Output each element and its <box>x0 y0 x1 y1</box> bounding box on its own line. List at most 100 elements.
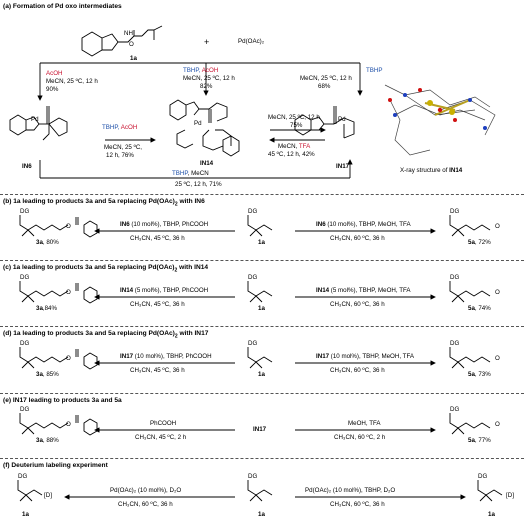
xray-caption: X-ray structure of IN14 <box>400 167 462 174</box>
label-in14: IN14 <box>200 160 214 167</box>
row-c-3a-dg: DG <box>20 274 30 281</box>
row-d-5a-label: 5a <box>468 371 475 378</box>
in6-in14-cond1: MeCN, 25 ºC, <box>104 144 143 151</box>
row-b-3a-o: O <box>66 223 71 230</box>
row-f-prod-left: 1a <box>22 511 29 518</box>
row-e-right-cond: CH₃CN, 60 ºC, 2 h <box>334 434 386 441</box>
row-c-3a-label: 3a <box>36 305 43 312</box>
row-d-left-reagents: IN17 (10 mol%), TBHP, PhCOOH <box>120 353 212 360</box>
section-b-title: (b) 1a leading to products 3a and 5a rep… <box>3 198 205 208</box>
section-d-title: (d) 1a leading to products 3a and 5a rep… <box>3 330 209 340</box>
row-b-right-rest: (10 mol%), TBHP, MeOH, TFA <box>325 221 411 228</box>
row-d-3a-yield: , 85% <box>42 371 59 378</box>
row-d-right-cond: CH₃CN, 60 ºC, 36 h <box>330 367 385 374</box>
row-c-5a-label: 5a <box>468 305 475 312</box>
benzoate-rings <box>83 220 98 436</box>
in17-in14-cond: 45 ºC, 12 h, 42% <box>268 151 315 158</box>
row-b-5a-dg: DG <box>450 208 460 215</box>
row-e-3a-yield: , 88% <box>42 437 59 444</box>
left-arrow-yield: 90% <box>46 86 59 93</box>
row-c-left-reagents: IN14 (5 mol%), TBHP, PhCOOH <box>120 287 208 294</box>
row-f-sm: 1a <box>258 511 265 518</box>
row-c-5a-o: O <box>495 289 500 296</box>
row-c-3a-yield: ,84% <box>42 305 57 312</box>
section-e-title: (e) IN17 leading to products 3a and 5a <box>3 397 122 404</box>
row-b-5a-o: O <box>495 223 500 230</box>
row-b-left-rest: (10 mol%), TBHP, PhCOOH <box>129 221 209 228</box>
row-d-3a-label: 3a <box>36 371 43 378</box>
row-c-right-reagents: IN14 (5 mol%), TBHP, MeOH, TFA <box>316 287 411 294</box>
row-f-right-cond: CH₃CN, 60 ºC, 36 h <box>330 501 385 508</box>
row-b-5a-label: 5a <box>468 239 475 246</box>
label-1a: 1a <box>130 55 137 62</box>
row-c-left-cat: IN14 <box>120 287 134 294</box>
row-b-sm: 1a <box>258 239 265 246</box>
row-c-5a-dg: DG <box>450 274 460 281</box>
section-d-suffix: with IN17 <box>177 330 209 337</box>
row-b-5a-yield: , 72% <box>474 239 491 246</box>
row-c-left-rest: (5 mol%), TBHP, PhCOOH <box>133 287 209 294</box>
section-a-title: (a) Formation of Pd oxo intermediates <box>3 3 122 10</box>
section-b-suffix: with IN6 <box>177 198 205 205</box>
row-b-product-5a: 5a, 72% <box>468 239 491 246</box>
row-b-product-3a: 3a, 80% <box>36 239 59 246</box>
row-d-right-cat: IN17 <box>316 353 330 360</box>
row-d-3a-o: O <box>66 355 71 362</box>
reagent-pd-oac2: Pd(OAc)₂ <box>238 38 265 45</box>
row-e-5a-o: O <box>495 421 500 428</box>
in17-pd-atom: Pd <box>338 116 346 123</box>
row-c-5a-yield: , 74% <box>474 305 491 312</box>
row-d-1a-dg: DG <box>248 340 258 347</box>
row-c-3a-o: O <box>66 289 71 296</box>
xray-pd-atoms <box>427 100 455 115</box>
row-c-product-3a: 3a,84% <box>36 305 57 312</box>
row-e-center: IN17 <box>253 426 267 433</box>
row-e-product-5a: 5a, 77% <box>468 437 491 444</box>
row-d-product-5a: 5a, 73% <box>468 371 491 378</box>
row-e-5a-yield: , 77% <box>474 437 491 444</box>
in6-pd-atom: Pd <box>31 116 39 123</box>
row-b-1a-dg: DG <box>248 208 258 215</box>
row-f-right-reagent: Pd(OAc)₂ (10 mol%), TBHP, D₂O <box>305 487 396 494</box>
row-f-prod-right: 1a <box>488 511 495 518</box>
rows-arrows <box>64 228 466 500</box>
plus-sign: + <box>204 37 210 47</box>
row-e-3a-label: 3a <box>36 437 43 444</box>
in14-in17-cond: MeCN, 25 ºC, 12 h <box>268 114 320 121</box>
divider-e-f <box>0 458 524 459</box>
row-b-left-cond: CH₃CN, 45 ºC, 36 h <box>130 235 185 242</box>
left-arrow-cond: MeCN, 25 ºC, 12 h <box>46 78 98 85</box>
xray-structure-image <box>384 84 496 156</box>
xray-caption-text: X-ray structure of <box>400 167 450 174</box>
row-f-right-dg: DG <box>478 473 488 480</box>
row-d-5a-o: O <box>495 355 500 362</box>
row-d-5a-yield: , 73% <box>474 371 491 378</box>
divider-d-e <box>0 393 524 394</box>
label-in6: IN6 <box>22 163 32 170</box>
bottom-arrow-cond: 25 ºC, 12 h, 71% <box>175 181 222 188</box>
in6-in14-cond2: 12 h, 76% <box>106 152 134 159</box>
structure-in14 <box>169 99 240 157</box>
row-d-right-reagents: IN17 (10 mol%), TBHP, MeOH, TFA <box>316 353 414 360</box>
row-c-right-cond: CH₃CN, 60 ºC, 36 h <box>330 301 385 308</box>
row-b-left-cat: IN6 <box>120 221 130 228</box>
row-f-left-dg: DG <box>18 473 28 480</box>
row-d-left-rest: (10 mol%), TBHP, PhCOOH <box>133 353 212 360</box>
row-e-left-cond: CH₃CN, 45 ºC, 2 h <box>135 434 187 441</box>
divider-b-c <box>0 260 524 261</box>
row-f-left-cond: CH₃CN, 60 ºC, 36 h <box>118 501 173 508</box>
in6-to-in14-reagents: TBHP, AcOH <box>102 124 137 131</box>
section-f-title: (f) Deuterium labeling experiment <box>3 462 108 469</box>
mid-arrow-reagents: TBHP, AcOH <box>183 67 218 74</box>
row-b-left-reagents: IN6 (10 mol%), TBHP, PhCOOH <box>120 221 208 228</box>
row-e-3a-o: O <box>66 421 71 428</box>
row-d-5a-dg: DG <box>450 340 460 347</box>
row-c-product-5a: 5a, 74% <box>468 305 491 312</box>
row-c-sm: 1a <box>258 305 265 312</box>
mid-arrow-yield: 82% <box>200 83 213 90</box>
row-d-left-cond: CH₃CN, 45 ºC, 36 h <box>130 367 185 374</box>
row-c-right-cat: IN14 <box>316 287 330 294</box>
mid-arrow-cond: MeCN, 25 ºC, 12 h <box>183 75 235 82</box>
row-c-right-rest: (5 mol%), TBHP, MeOH, TFA <box>329 287 411 294</box>
